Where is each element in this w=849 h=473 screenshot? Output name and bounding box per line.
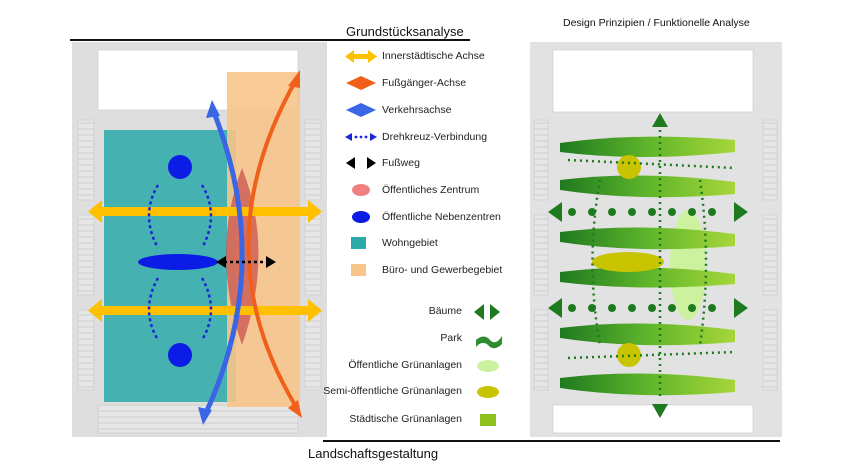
top-divider: [70, 39, 470, 41]
legend-label-traffic-axis: Verkehrsachse: [382, 104, 452, 116]
ellipse-icon: [477, 360, 499, 372]
dotted-arrow-icon: [345, 133, 377, 141]
double-arrow-icon: [345, 50, 377, 63]
square-icon: [480, 414, 496, 426]
legend-icons-landscape: [474, 304, 502, 426]
legend-label-public-subcenters: Öffentliche Nebenzentren: [382, 211, 501, 223]
public-green-area: [670, 210, 706, 320]
square-icon: [351, 264, 366, 276]
hub-connections: [147, 184, 213, 341]
legend-label-office: Büro- und Gewerbegebiet: [382, 264, 503, 276]
park-wave-icon: [476, 336, 502, 349]
tree-axes: [548, 113, 748, 418]
design-principles-title: Design Prinzipien / Funktionelle Analyse: [563, 17, 750, 29]
design-principles-map: [530, 42, 782, 437]
semi-public-green-top: [617, 155, 641, 179]
traffic-axis-head-top: [206, 100, 220, 118]
legend-label-park: Park: [440, 332, 462, 344]
tree-dots: [568, 208, 716, 312]
traffic-axis-head-bottom: [198, 407, 212, 425]
sub-center-bottom: [168, 343, 192, 367]
legend-label-urban-green: Städtische Grünanlagen: [349, 413, 462, 425]
legend-label-pedestrian-axis: Fußgänger-Achse: [382, 77, 467, 89]
legend-label-hub-connection: Drehkreuz-Verbindung: [382, 131, 488, 143]
legend-label-residential: Wohngebiet: [382, 237, 438, 249]
legend-label-public-center: Öffentliches Zentrum: [382, 184, 480, 196]
sub-center-middle: [138, 254, 218, 270]
bottom-divider: [323, 440, 780, 442]
site-analysis-map: [72, 42, 327, 437]
site-analysis-title: Grundstücksanalyse: [346, 24, 464, 39]
green-double-arrow-icon: [474, 304, 500, 320]
park-bands: [560, 136, 735, 396]
traffic-axis: [202, 109, 245, 417]
legend-icons-analysis: [345, 50, 377, 276]
diamond-arrow-icon: [346, 76, 376, 90]
pedestrian-axis-head-top: [288, 70, 300, 88]
diamond-arrow-icon: [346, 103, 376, 117]
legend-label-public-green: Öffentliche Grünanlagen: [348, 359, 462, 371]
legend-label-trees: Bäume: [428, 305, 462, 317]
legend-label-semi-public-green: Semi-öffentliche Grünanlagen: [323, 385, 462, 397]
tree-dotted-paths: [567, 130, 736, 400]
legend-label-footpath: Fußweg: [382, 157, 420, 169]
inner-city-axes: [88, 200, 322, 322]
pedestrian-axis: [246, 79, 300, 412]
black-double-arrow-icon: [346, 157, 376, 169]
ellipse-icon: [352, 184, 370, 196]
pedestrian-axis-head-bottom: [288, 400, 302, 418]
square-icon: [351, 237, 366, 249]
semi-public-green-middle: [592, 252, 664, 272]
sub-center-top: [168, 155, 192, 179]
ellipse-icon: [352, 211, 370, 223]
ellipse-icon: [477, 386, 499, 398]
legend-label-inner-city-axis: Innerstädtische Achse: [382, 50, 485, 62]
landscape-design-title: Landschaftsgestaltung: [308, 446, 439, 461]
